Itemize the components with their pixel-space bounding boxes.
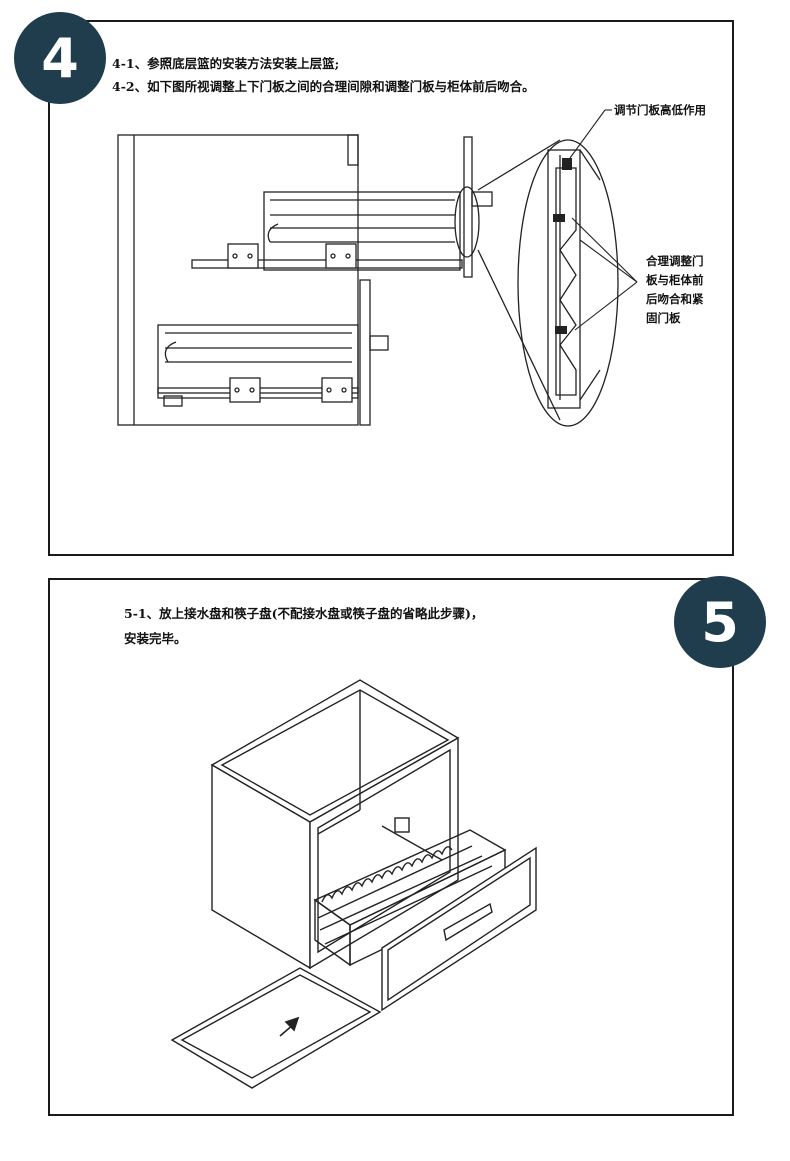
callout-fit-line-2: 板与柜体前 <box>646 273 704 287</box>
callout-fit-line-4: 固门板 <box>646 311 681 325</box>
callout-door-fit: 合理调整门 板与柜体前 后吻合和紧 固门板 <box>646 252 726 328</box>
step-5-panel <box>48 578 734 1116</box>
step-5-2-text: 安装完毕。 <box>124 631 187 646</box>
step-4-badge: 4 <box>14 12 106 104</box>
callout-fit-line-1: 合理调整门 <box>646 254 704 268</box>
step-5-badge: 5 <box>674 576 766 668</box>
step-4-2-text: 4-2、如下图所视调整上下门板之间的合理间隙和调整门板与柜体前后吻合。 <box>112 79 535 94</box>
callout-door-height: 调节门板高低作用 <box>614 103 706 117</box>
step-5-1-text: 5-1、放上接水盘和筷子盘(不配接水盘或筷子盘的省略此步骤)， <box>124 606 484 621</box>
callout-fit-line-3: 后吻合和紧 <box>646 292 704 306</box>
step-4-1-text: 4-1、参照底层篮的安装方法安装上层篮; <box>112 56 340 71</box>
